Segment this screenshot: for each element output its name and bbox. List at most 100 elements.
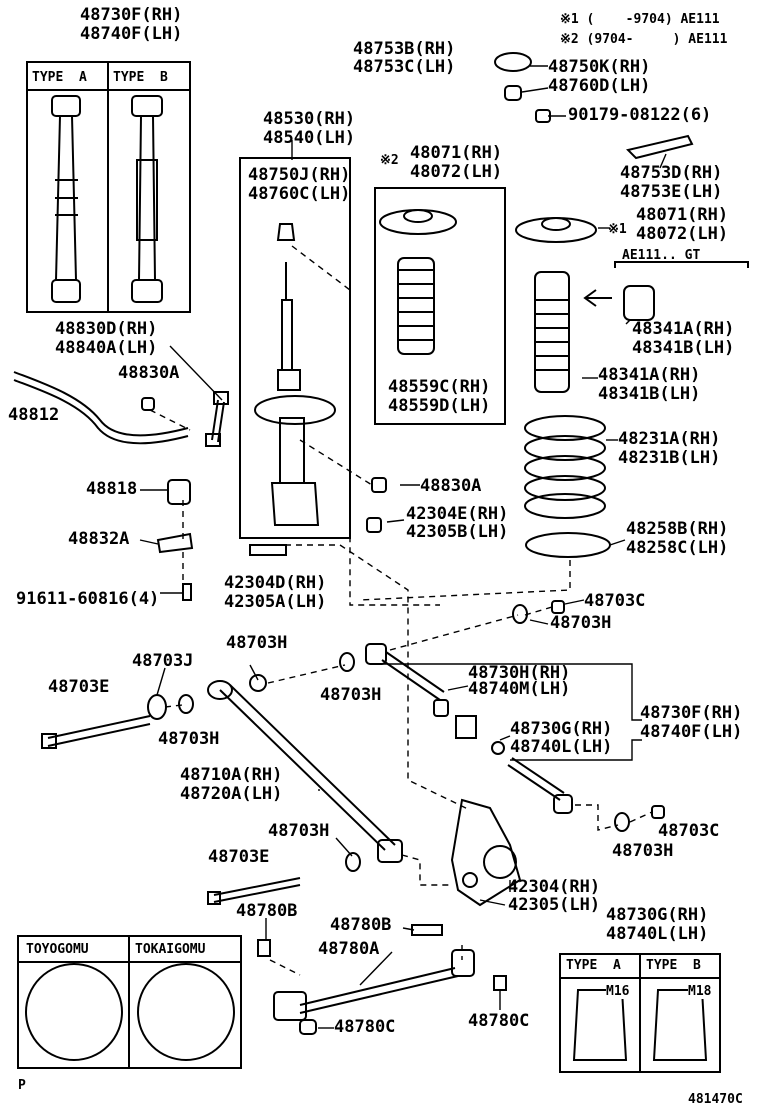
bump-boot-a-drawing: [397, 257, 435, 355]
lateral-link-48730f-drawing: [507, 757, 573, 814]
shock-absorber-drawing: [254, 223, 336, 526]
label-48703e-lower: 48703E: [208, 847, 270, 867]
note-1: ※1 ( -9704) AE111: [560, 12, 720, 27]
label-48750k-rh: 48750K(RH): [548, 57, 651, 77]
label-91611: 91611-60816(4): [16, 589, 160, 609]
label-48740l-lh-b: 48740L(LH): [606, 924, 709, 944]
label-48753d-rh: 48753D(RH): [620, 163, 723, 183]
label-48840a-lh: 48840A(LH): [55, 338, 158, 358]
bushing-bracket-drawing: [156, 532, 194, 554]
strut-mount-b-drawing: [515, 217, 597, 243]
label-48830a-top: 48830A: [118, 363, 180, 383]
label-48072-lh-a: 48072(LH): [410, 162, 503, 182]
label-48703h-center: 48703H: [320, 685, 382, 705]
bracket-48753d-drawing: [626, 134, 694, 160]
lateral-link-type-b-drawing: [131, 95, 163, 303]
label-48740m-lh: 48740M(LH): [468, 679, 571, 699]
label-48730g-rh-a: 48730G(RH): [510, 719, 613, 739]
label-48559d-lh: 48559D(LH): [388, 396, 491, 416]
m18-label: M18: [688, 984, 712, 999]
label-48780b-center: 48780B: [330, 915, 392, 935]
toyogomu-title: TOYOGOMU: [26, 942, 89, 957]
label-48760c-lh: 48760C(LH): [248, 184, 351, 204]
bolt-42304d-drawing: [249, 544, 287, 556]
bolt-48703e-a-drawing: [47, 715, 151, 747]
label-48530-rh: 48530(RH): [263, 109, 356, 129]
adjust-cam-48730g-drawing: [455, 715, 505, 755]
label-90179: 90179-08122(6): [568, 105, 712, 125]
label-48341a-rh-a: 48341A(RH): [632, 319, 735, 339]
label-48730g-rh-b: 48730G(RH): [606, 905, 709, 925]
nut-90179-drawing: [535, 109, 551, 123]
label-48231a-rh: 48231A(RH): [618, 429, 721, 449]
label-42305b-lh: 42305B(LH): [406, 522, 509, 542]
stabilizer-bushing-drawing: [167, 479, 191, 505]
label-48753c-lh: 48753C(LH): [353, 57, 456, 77]
label-48818: 48818: [86, 479, 138, 499]
label-42305a-lh: 42305A(LH): [224, 592, 327, 612]
lateral-link-48730h-drawing: [365, 643, 449, 717]
type-a-title-bottom: TYPE A: [566, 958, 621, 973]
dust-cover-drawing: [494, 52, 532, 72]
label-48740f-lh: 48740F(LH): [80, 24, 183, 44]
coil-spring-drawing: [524, 415, 606, 519]
lateral-link-type-a-drawing: [51, 95, 81, 303]
m16-label: M16: [606, 984, 630, 999]
label-48703c-top: 48703C: [584, 591, 646, 611]
label-48341a-rh-b: 48341A(RH): [598, 365, 701, 385]
type-b-title-top: TYPE B: [113, 70, 168, 85]
note-2: ※2 (9704- ) AE111: [560, 32, 728, 47]
stabilizer-link-drawing: [211, 399, 225, 443]
label-48703h-right: 48703H: [612, 841, 674, 861]
label-42304-rh: 42304(RH): [508, 877, 601, 897]
label-48703h-lower: 48703H: [268, 821, 330, 841]
label-48559c-rh: 48559C(RH): [388, 377, 491, 397]
bolt-48703e-b-drawing: [213, 877, 301, 903]
label-48072-lh-b: 48072(LH): [636, 224, 729, 244]
label-48730f-rh: 48730F(RH): [80, 5, 183, 25]
label-48258c-lh: 48258C(LH): [626, 538, 729, 558]
label-42304d-rh: 42304D(RH): [224, 573, 327, 593]
label-48730f-rh-right: 48730F(RH): [640, 703, 743, 723]
label-48231b-lh: 48231B(LH): [618, 448, 721, 468]
type-a-title-top: TYPE A: [32, 70, 87, 85]
type-b-title-bottom: TYPE B: [646, 958, 701, 973]
label-48812: 48812: [8, 405, 60, 425]
spring-insulator-drawing: [525, 532, 611, 558]
label-48071-rh-a: 48071(RH): [410, 143, 503, 163]
label-48258b-rh: 48258B(RH): [626, 519, 729, 539]
spacer-drawing: [504, 85, 522, 101]
stabilizer-bar-drawing: [13, 371, 189, 437]
figure-code: 481470C: [688, 1092, 743, 1107]
label-48703h-top-right: 48703H: [550, 613, 612, 633]
label-42305-lh: 42305(LH): [508, 895, 601, 915]
label-48703h-left: 48703H: [226, 633, 288, 653]
label-48341b-lh-b: 48341B(LH): [598, 384, 701, 404]
rear-axle-carrier-drawing: [450, 798, 522, 907]
bump-boot-b-drawing: [534, 271, 570, 393]
strut-assembly-box: [239, 157, 351, 539]
lower-arm-48710a-drawing: [207, 680, 403, 863]
label-48740f-lh-right: 48740F(LH): [640, 722, 743, 742]
label-48780b-left: 48780B: [236, 901, 298, 921]
label-48740l-lh-a: 48740L(LH): [510, 737, 613, 757]
label-48071-rh-b: 48071(RH): [636, 205, 729, 225]
label-48830a-mid: 48830A: [420, 476, 482, 496]
label-48703j: 48703J: [132, 651, 194, 671]
label-48830d-rh: 48830D(RH): [55, 319, 158, 339]
label-48720a-lh: 48720A(LH): [180, 784, 283, 804]
label-48703c-right: 48703C: [658, 821, 720, 841]
label-48780c-left: 48780C: [334, 1017, 396, 1037]
mark-2: ※2: [380, 153, 399, 168]
label-48760d-lh: 48760D(LH): [548, 76, 651, 96]
label-48710a-rh: 48710A(RH): [180, 765, 283, 785]
label-42304e-rh: 42304E(RH): [406, 504, 509, 524]
bolt-91611-drawing: [182, 583, 192, 601]
label-48540-lh: 48540(LH): [263, 128, 356, 148]
page-mark: P: [18, 1078, 26, 1093]
trailing-arm-48780a-drawing: [273, 949, 475, 1021]
label-48780c-right: 48780C: [468, 1011, 530, 1031]
label-48780a: 48780A: [318, 939, 380, 959]
label-48703h-below-j: 48703H: [158, 729, 220, 749]
